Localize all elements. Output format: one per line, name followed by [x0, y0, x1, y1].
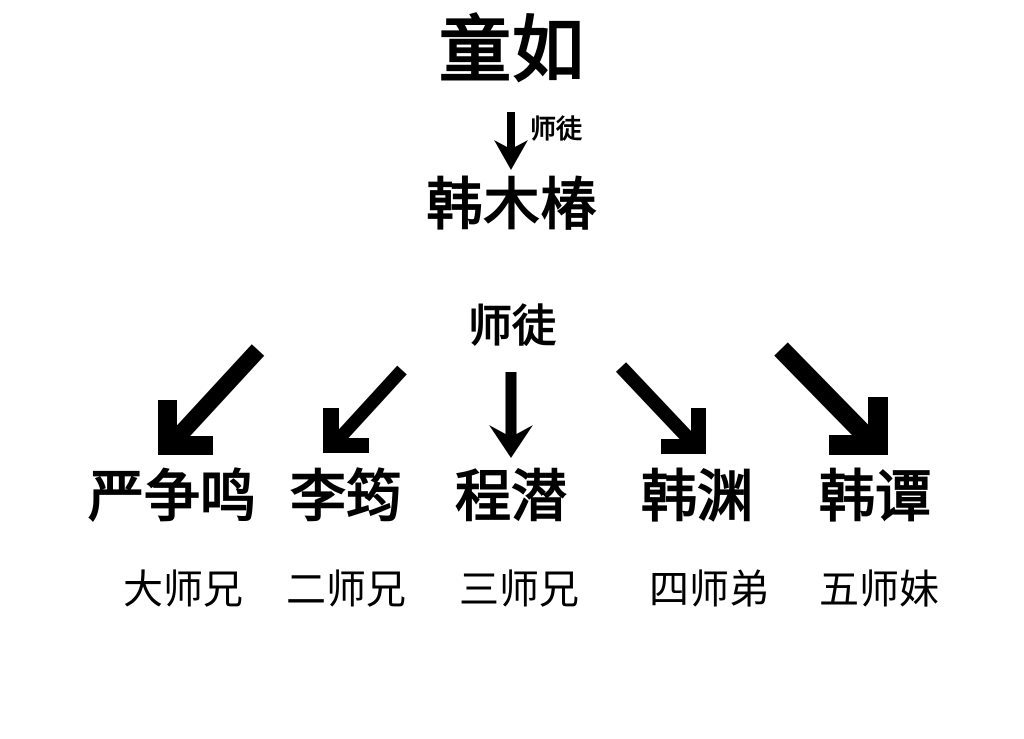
disciple-name-3: 韩渊: [641, 465, 753, 530]
disciple-name-0: 严争鸣: [88, 465, 256, 530]
disciple-rank-row: 大师兄 二师兄 三师兄 四师弟 五师妹: [0, 570, 1024, 630]
node-master-hanmuchun: 韩木椿: [426, 173, 598, 238]
node-root-tongru: 童如: [438, 8, 585, 92]
disciple-name-1: 李筠: [290, 465, 402, 530]
edge-label-master-disciple-mid: 师徒: [468, 301, 556, 352]
disciple-name-row: 严争鸣 李筠 程潜 韩渊 韩谭: [0, 470, 1024, 560]
disciple-rank-4: 五师妹: [819, 567, 939, 613]
edge-label-master-disciple-top: 师徒: [530, 115, 583, 145]
disciple-rank-2: 三师兄: [459, 567, 579, 613]
disciple-rank-3: 四师弟: [649, 567, 769, 613]
disciple-rank-1: 二师兄: [286, 567, 406, 613]
disciple-name-2: 程潜: [455, 465, 567, 530]
disciple-name-4: 韩谭: [819, 465, 931, 530]
disciple-rank-0: 大师兄: [123, 567, 243, 613]
